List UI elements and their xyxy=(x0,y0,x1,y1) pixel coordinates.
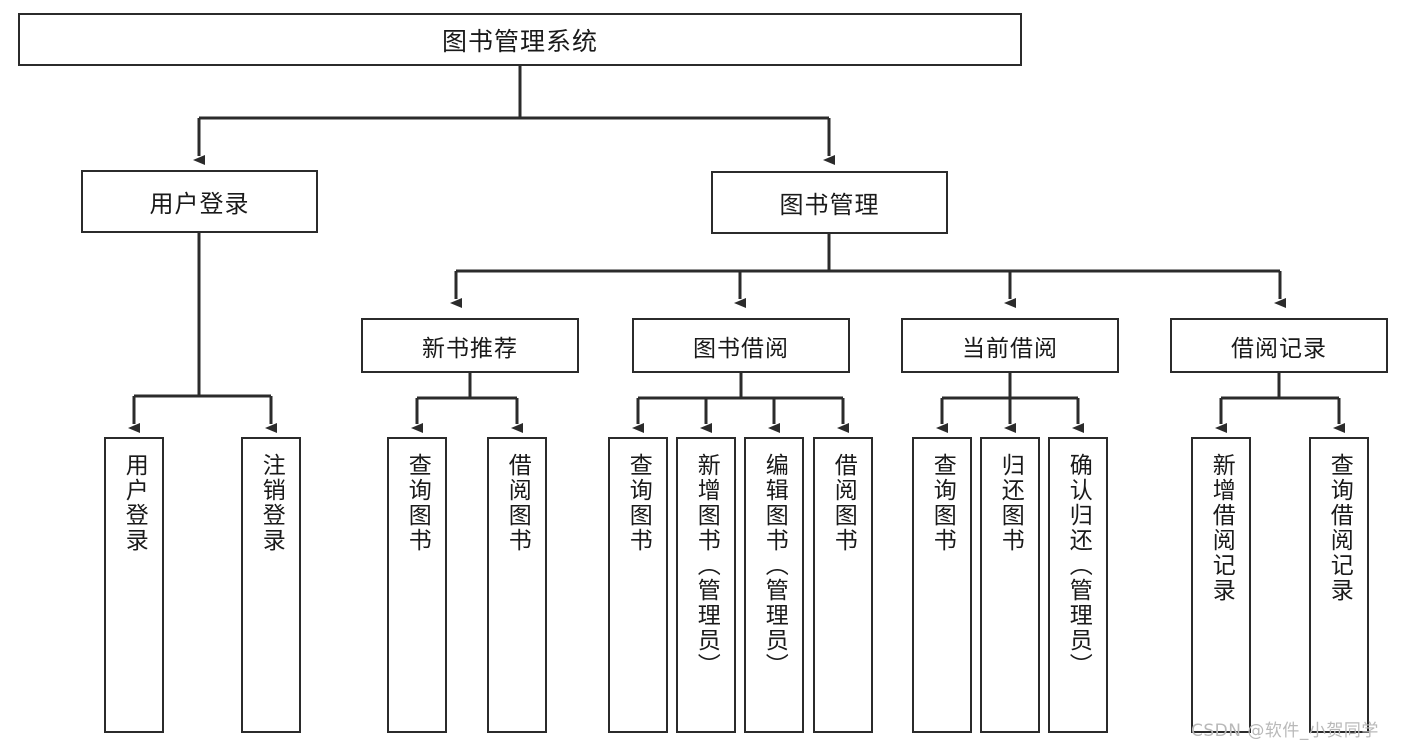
node-leaf-user-login-label: 用户登录 xyxy=(121,453,148,553)
node-leaf-query-book-current-label: 查询图书 xyxy=(929,453,956,553)
node-leaf-add-book-admin-label: 新增图书（管理员） xyxy=(693,453,720,678)
csdn-watermark: CSDN @软件_小贺同学 xyxy=(1191,721,1379,741)
node-current-borrow-label: 当前借阅 xyxy=(962,335,1058,362)
node-leaf-query-book-recommend[interactable]: 查询图书 xyxy=(387,437,447,733)
node-leaf-return-book-label: 归还图书 xyxy=(997,453,1024,553)
node-leaf-add-borrow-record[interactable]: 新增借阅记录 xyxy=(1191,437,1251,733)
node-leaf-query-borrow-record-label: 查询借阅记录 xyxy=(1326,453,1353,603)
node-leaf-query-book-current[interactable]: 查询图书 xyxy=(912,437,972,733)
node-leaf-confirm-return-admin-label: 确认归还（管理员） xyxy=(1065,453,1092,678)
node-leaf-query-book-borrow[interactable]: 查询图书 xyxy=(608,437,668,733)
node-root-book-management-system[interactable]: 图书管理系统 xyxy=(18,13,1022,66)
node-book-borrow-label: 图书借阅 xyxy=(693,335,789,362)
node-leaf-confirm-return-admin[interactable]: 确认归还（管理员） xyxy=(1048,437,1108,733)
node-book-management-label: 图书管理 xyxy=(779,191,880,219)
node-user-login[interactable]: 用户登录 xyxy=(81,170,318,233)
node-leaf-query-book-recommend-label: 查询图书 xyxy=(404,453,431,553)
node-leaf-borrow-book-label: 借阅图书 xyxy=(830,453,857,553)
node-book-management[interactable]: 图书管理 xyxy=(711,171,948,234)
node-new-book-recommend[interactable]: 新书推荐 xyxy=(361,318,579,373)
node-root-label: 图书管理系统 xyxy=(441,26,598,56)
node-leaf-borrow-book-recommend[interactable]: 借阅图书 xyxy=(487,437,547,733)
node-book-borrow[interactable]: 图书借阅 xyxy=(632,318,850,373)
node-user-login-label: 用户登录 xyxy=(149,190,250,218)
node-leaf-query-borrow-record[interactable]: 查询借阅记录 xyxy=(1309,437,1369,733)
node-current-borrow[interactable]: 当前借阅 xyxy=(901,318,1119,373)
node-leaf-borrow-book-recommend-label: 借阅图书 xyxy=(504,453,531,553)
node-leaf-edit-book-admin-label: 编辑图书（管理员） xyxy=(761,453,788,678)
node-new-book-recommend-label: 新书推荐 xyxy=(422,335,518,362)
node-leaf-logout-label: 注销登录 xyxy=(258,453,285,553)
node-leaf-borrow-book[interactable]: 借阅图书 xyxy=(813,437,873,733)
node-leaf-logout[interactable]: 注销登录 xyxy=(241,437,301,733)
node-borrow-record[interactable]: 借阅记录 xyxy=(1170,318,1388,373)
node-leaf-add-borrow-record-label: 新增借阅记录 xyxy=(1208,453,1235,603)
node-leaf-query-book-borrow-label: 查询图书 xyxy=(625,453,652,553)
node-leaf-edit-book-admin[interactable]: 编辑图书（管理员） xyxy=(744,437,804,733)
node-borrow-record-label: 借阅记录 xyxy=(1231,335,1327,362)
node-leaf-add-book-admin[interactable]: 新增图书（管理员） xyxy=(676,437,736,733)
node-leaf-return-book[interactable]: 归还图书 xyxy=(980,437,1040,733)
node-leaf-user-login[interactable]: 用户登录 xyxy=(104,437,164,733)
